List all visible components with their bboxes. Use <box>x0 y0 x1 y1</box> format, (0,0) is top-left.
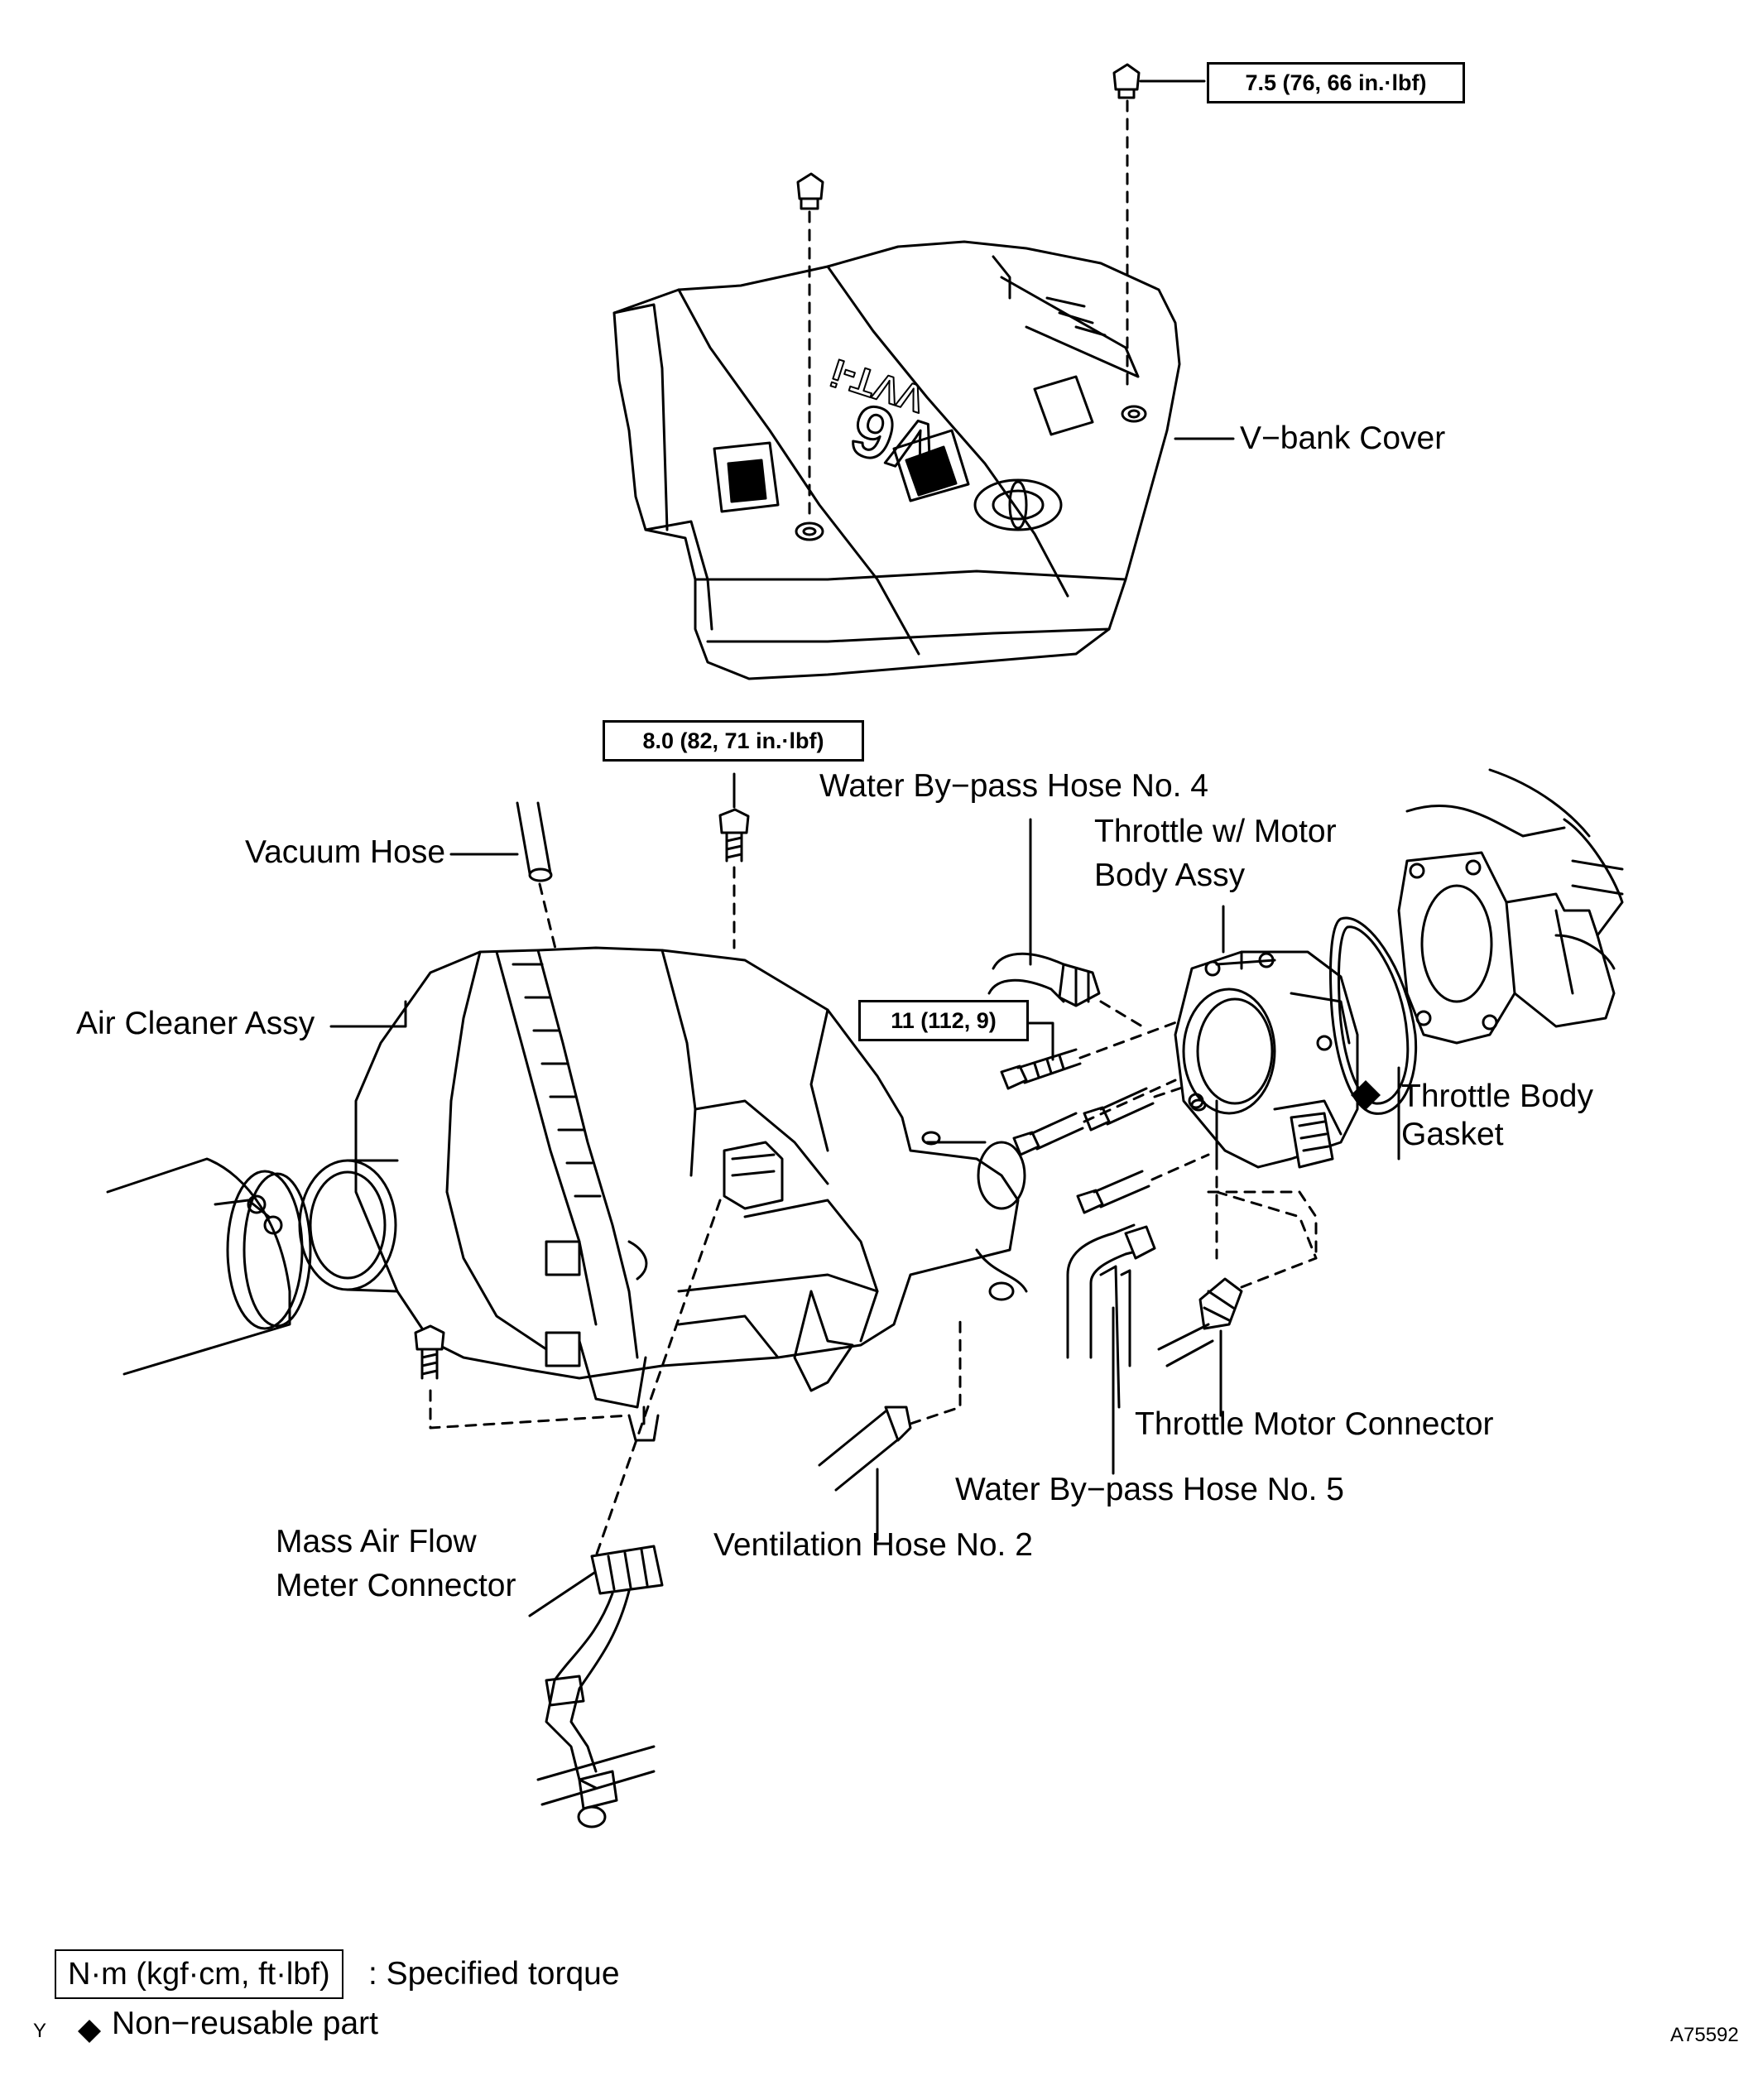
water-bypass-hose-4 <box>987 818 1144 1028</box>
label-ventilation-hose: Ventilation Hose No. 2 <box>713 1527 1033 1563</box>
vacuum-hose <box>449 801 558 954</box>
label-throttle-motor-connector: Throttle Motor Connector <box>1135 1406 1494 1442</box>
torque-throttle-bolts: 11 (112, 9) <box>858 1000 1029 1041</box>
label-gasket-line2: Gasket <box>1401 1117 1504 1152</box>
corner-mark: Y <box>33 2020 47 2042</box>
vbank-cover: VVT-i V6 <box>612 240 1181 680</box>
label-throttle-line2: Body Assy <box>1094 858 1246 893</box>
air-cleaner-leader <box>329 1000 407 1028</box>
air-cleaner-bolt <box>718 772 750 949</box>
legend-unit-desc: : Specified torque <box>368 1956 620 1992</box>
label-water-hose-4: Water By−pass Hose No. 4 <box>819 768 1208 804</box>
gasket-nonreusable-diamond <box>1351 1080 1381 1110</box>
legend-nonreusable-desc: Non−reusable part <box>112 2006 378 2041</box>
torque-vbank-nut: 7.5 (76, 66 in.·lbf) <box>1207 62 1465 103</box>
air-cleaner-assy <box>298 946 1028 1409</box>
water-bypass-hose-5 <box>1066 1223 1156 1475</box>
intake-plenum <box>1397 768 1624 1045</box>
air-intake-duct <box>106 1157 312 1376</box>
label-gasket-line1: Throttle Body <box>1401 1079 1593 1114</box>
label-throttle-line1: Throttle w/ Motor <box>1094 814 1337 849</box>
throttle-body <box>1174 905 1359 1260</box>
ventilation-hose-2 <box>818 1314 962 1541</box>
throttle-motor-connector <box>1157 1190 1318 1417</box>
legend-diamond <box>78 2020 101 2043</box>
label-vbank-cover: V−bank Cover <box>1240 420 1446 456</box>
legend-unit-box: N·m (kgf·cm, ft·lbf) <box>55 1949 343 1999</box>
vbank-nuts <box>796 63 1206 523</box>
maf-connector <box>528 1199 722 1828</box>
figure-id: A75592 <box>1670 2024 1739 2046</box>
throttle-body-gasket <box>1329 916 1418 1161</box>
label-maf-line1: Mass Air Flow <box>276 1524 477 1559</box>
torque-air-cleaner-bolt: 8.0 (82, 71 in.·lbf) <box>603 720 864 762</box>
label-water-hose-5: Water By−pass Hose No. 5 <box>955 1472 1344 1507</box>
label-vacuum-hose: Vacuum Hose <box>245 834 446 870</box>
throttle-bolts <box>1000 1015 1210 1214</box>
air-cleaner-lower-bolt <box>414 1324 631 1430</box>
label-air-cleaner: Air Cleaner Assy <box>76 1006 315 1041</box>
label-maf-line2: Meter Connector <box>276 1568 516 1603</box>
